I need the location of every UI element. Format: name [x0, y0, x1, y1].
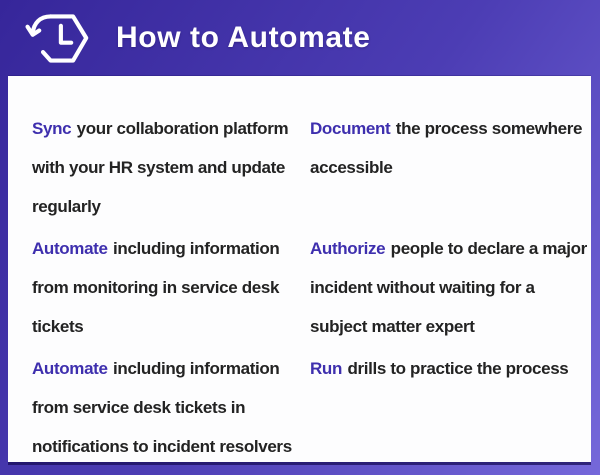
tip-text: Run drills to practice the process — [310, 349, 569, 388]
tip-body-text: drills to practice the process — [347, 359, 569, 378]
page-title: How to Automate — [116, 21, 371, 54]
tip-lead-word: Run — [310, 359, 342, 378]
hexagon-clock-logo-icon — [25, 14, 89, 63]
tip-lead-word: Automate — [32, 359, 108, 378]
tip-body-text: including information from service desk … — [32, 359, 292, 456]
tip-body-text: people to declare a major incident witho… — [310, 239, 587, 336]
tip-body-text: your collaboration platform with your HR… — [32, 119, 289, 216]
tip-body-text: including information from monitoring in… — [32, 239, 280, 336]
tip-lead-word: Document — [310, 119, 391, 138]
tip-body-text: the process somewhere accessible — [310, 119, 583, 177]
tip-lead-word: Authorize — [310, 239, 386, 258]
tip-lead-word: Automate — [32, 239, 108, 258]
tip-lead-word: Sync — [32, 119, 72, 138]
list-item: Run drills to practice the process — [310, 349, 587, 469]
header-bar: How to Automate — [0, 0, 600, 76]
